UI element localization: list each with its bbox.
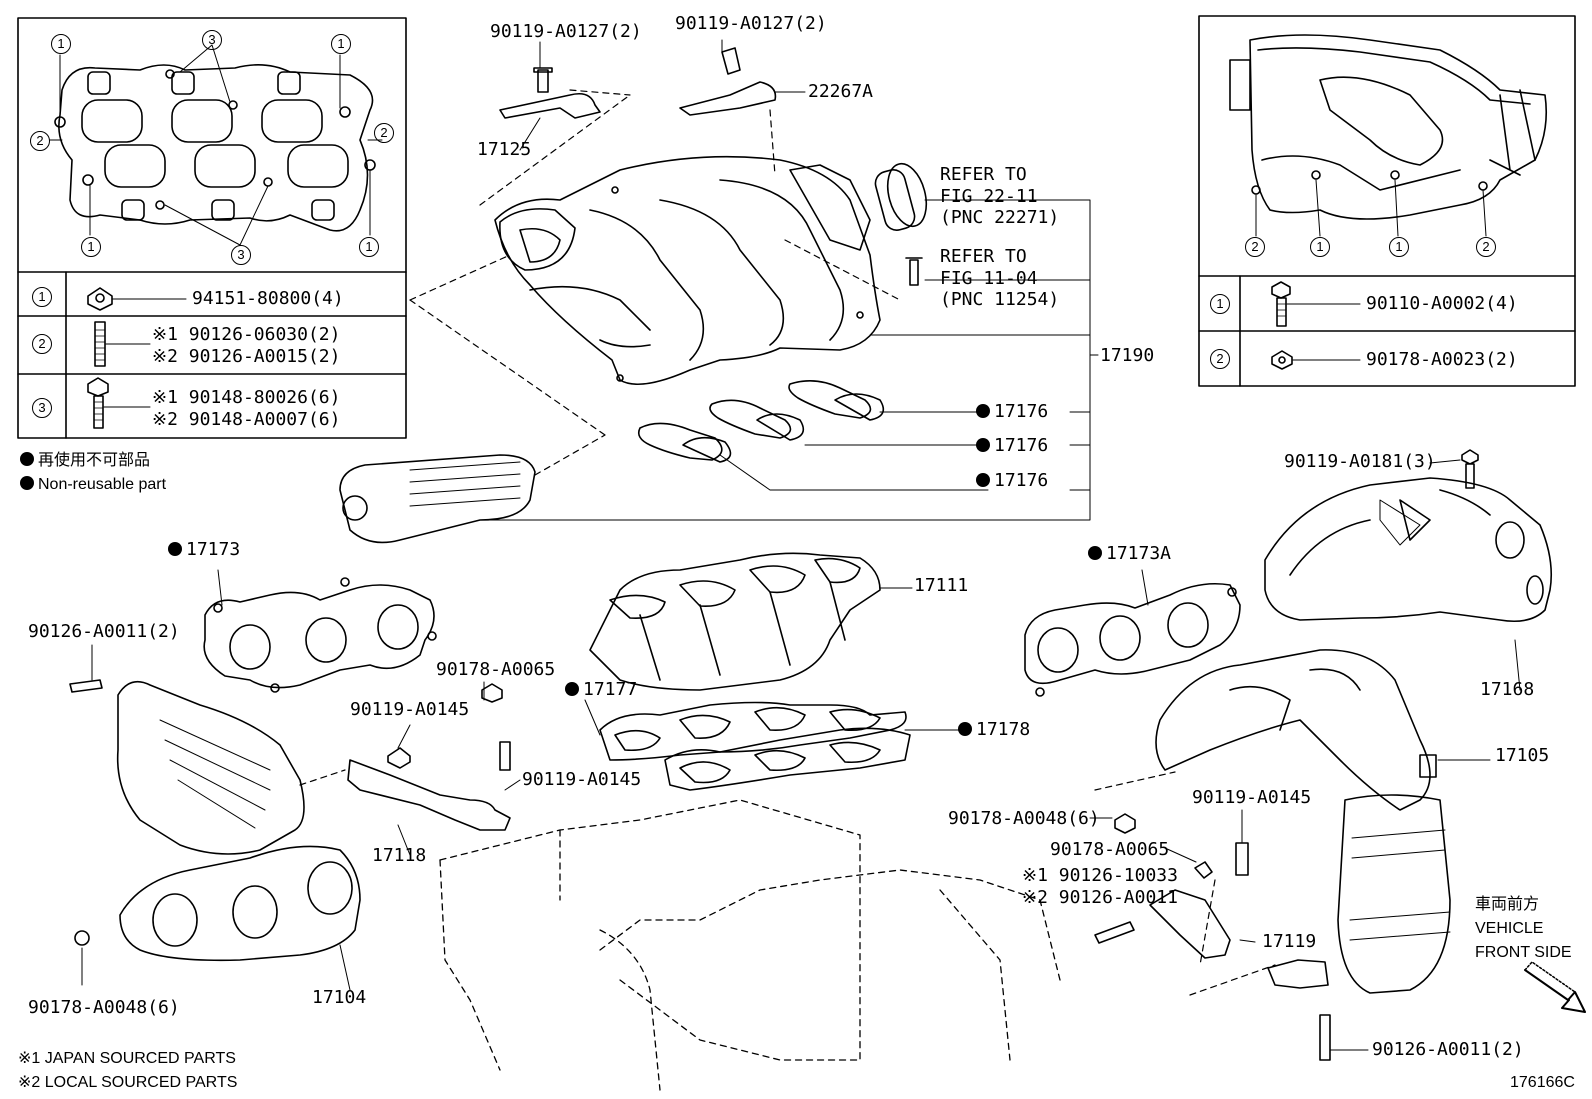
label-refer-22-11-line2[interactable]: FIG 22-11 (940, 186, 1038, 207)
nut-icon (1271, 350, 1293, 370)
marker-1: 1 (331, 34, 351, 54)
label-17176-2[interactable]: 17176 (976, 436, 1048, 456)
label-90119-a0145-right[interactable]: 90119-A0145 (1192, 787, 1312, 808)
label-90178-a0065-right[interactable]: 90178-A0065 (1050, 839, 1170, 860)
label-17105[interactable]: 17105 (1495, 745, 1550, 766)
label-17118[interactable]: 17118 (372, 845, 427, 866)
gasket-17177-drawing (599, 701, 907, 761)
label-17173a[interactable]: 17173A (1088, 544, 1171, 564)
marker-2: 2 (30, 131, 50, 151)
marker-1: 1 (1389, 237, 1409, 257)
front-direction-arrow-icon (1524, 961, 1586, 1013)
label-refer-22-11-line1[interactable]: REFER TO (940, 164, 1027, 185)
label-90126-a0011-mid[interactable]: ※2 90126-A0011 (1022, 887, 1178, 908)
label-17168[interactable]: 17168 (1480, 679, 1535, 700)
label-refer-11-04-line3[interactable]: (PNC 11254) (940, 289, 1060, 310)
right-legend-row-2-number: 2 (1210, 349, 1230, 369)
nonreusable-note-en: Non-reusable part (20, 476, 166, 494)
label-90119-a0145-left[interactable]: 90119-A0145 (350, 699, 470, 720)
legend-row-3-number: 3 (32, 398, 52, 418)
bracket-17119-drawing (1094, 813, 1249, 959)
right-legend-row-1-part: 90110-A0002(4) (1366, 293, 1518, 314)
guide-lines (299, 89, 1276, 996)
label-vehicle-front-jp: 車両前方 (1475, 896, 1540, 913)
exhaust-manifold-left-drawing (69, 679, 361, 962)
label-17173[interactable]: 17173 (168, 540, 240, 560)
nonreusable-note-jp: 再使用不可部品 (20, 452, 150, 470)
label-refer-22-11-line3[interactable]: (PNC 22271) (940, 207, 1060, 228)
marker-3: 3 (231, 245, 251, 265)
label-refer-11-04-line1[interactable]: REFER TO (940, 246, 1027, 267)
bolt-icon (1271, 281, 1291, 327)
gasket-17173-drawing (203, 577, 437, 693)
label-22267a[interactable]: 22267A (808, 81, 874, 102)
label-17119[interactable]: 17119 (1262, 931, 1317, 952)
label-90119-a0145-mid[interactable]: 90119-A0145 (522, 769, 642, 790)
legend-row-3-line1: ※1 90148-80026(6) (152, 387, 341, 408)
legend-row-1-part: 94151-80800(4) (192, 288, 344, 309)
flange-bolt-icon (87, 377, 109, 429)
bracket-17118-drawing (347, 683, 511, 831)
legend-row-3-line2: ※2 90148-A0007(6) (152, 409, 341, 430)
label-vehicle-front-en1: VEHICLE (1475, 920, 1544, 937)
label-vehicle-front-en2: FRONT SIDE (1475, 944, 1572, 961)
marker-1: 1 (1310, 237, 1330, 257)
label-90119-a0181[interactable]: 90119-A0181(3) (1284, 451, 1436, 472)
legend-row-2-number: 2 (32, 334, 52, 354)
heat-insulator-drawing (1264, 449, 1553, 623)
label-90126-10033[interactable]: ※1 90126-10033 (1022, 865, 1178, 886)
label-90126-a0011-left[interactable]: 90126-A0011(2) (28, 621, 180, 642)
right-legend-row-2-part: 90178-A0023(2) (1366, 349, 1518, 370)
label-17104[interactable]: 17104 (312, 987, 367, 1008)
marker-1: 1 (51, 34, 71, 54)
label-17176-3[interactable]: 17176 (976, 471, 1048, 491)
marker-1: 1 (359, 237, 379, 257)
label-90178-a0048-right[interactable]: 90178-A0048(6) (948, 808, 1100, 829)
bracket-17125-drawing (499, 47, 777, 119)
gasket-17178-drawing (664, 727, 911, 791)
footnote-japan-sourced: ※1 JAPAN SOURCED PARTS (18, 1050, 236, 1067)
intake-lower-17111-drawing (589, 552, 881, 691)
legend-gasket-drawing (49, 44, 383, 246)
legend-manifold-drawing (1229, 34, 1548, 237)
leader-lines (81, 39, 1521, 1051)
air-duct-drawing (339, 454, 536, 544)
legend-row-1-number: 1 (32, 287, 52, 307)
marker-2: 2 (374, 123, 394, 143)
diagram-code: 176166C (1510, 1074, 1575, 1091)
right-legend-row-1-number: 1 (1210, 294, 1230, 314)
label-17177[interactable]: 17177 (565, 680, 637, 700)
stud-bolt-icon (94, 321, 106, 367)
footnote-local-sourced: ※2 LOCAL SOURCED PARTS (18, 1074, 238, 1091)
label-17190[interactable]: 17190 (1100, 345, 1155, 366)
label-90126-a0011-right[interactable]: 90126-A0011(2) (1372, 1039, 1524, 1060)
label-90178-a0048-left[interactable]: 90178-A0048(6) (28, 997, 180, 1018)
marker-1: 1 (81, 237, 101, 257)
gasket-17173a-drawing (1024, 582, 1241, 697)
label-17178[interactable]: 17178 (958, 720, 1030, 740)
legend-row-2-line1: ※1 90126-06030(2) (152, 324, 341, 345)
nut-icon (87, 287, 113, 311)
label-17176-1[interactable]: 17176 (976, 402, 1048, 422)
label-90119-a0127-right[interactable]: 90119-A0127(2) (675, 13, 827, 34)
label-17125[interactable]: 17125 (477, 139, 532, 160)
label-90119-a0127-left[interactable]: 90119-A0127(2) (490, 21, 642, 42)
label-refer-11-04-line2[interactable]: FIG 11-04 (940, 268, 1038, 289)
marker-2: 2 (1245, 237, 1265, 257)
right-legend-frame (1198, 15, 1576, 387)
intake-manifold-drawing (494, 155, 923, 386)
marker-2: 2 (1476, 237, 1496, 257)
engine-block-outline (439, 799, 1061, 1091)
gasket-17176-drawing (637, 380, 885, 463)
label-17111[interactable]: 17111 (914, 575, 969, 596)
exhaust-manifold-right-drawing (1155, 649, 1451, 1061)
legend-row-2-line2: ※2 90126-A0015(2) (152, 346, 341, 367)
marker-3: 3 (202, 30, 222, 50)
label-90178-a0065-left[interactable]: 90178-A0065 (436, 659, 556, 680)
left-legend-frame (17, 17, 407, 439)
